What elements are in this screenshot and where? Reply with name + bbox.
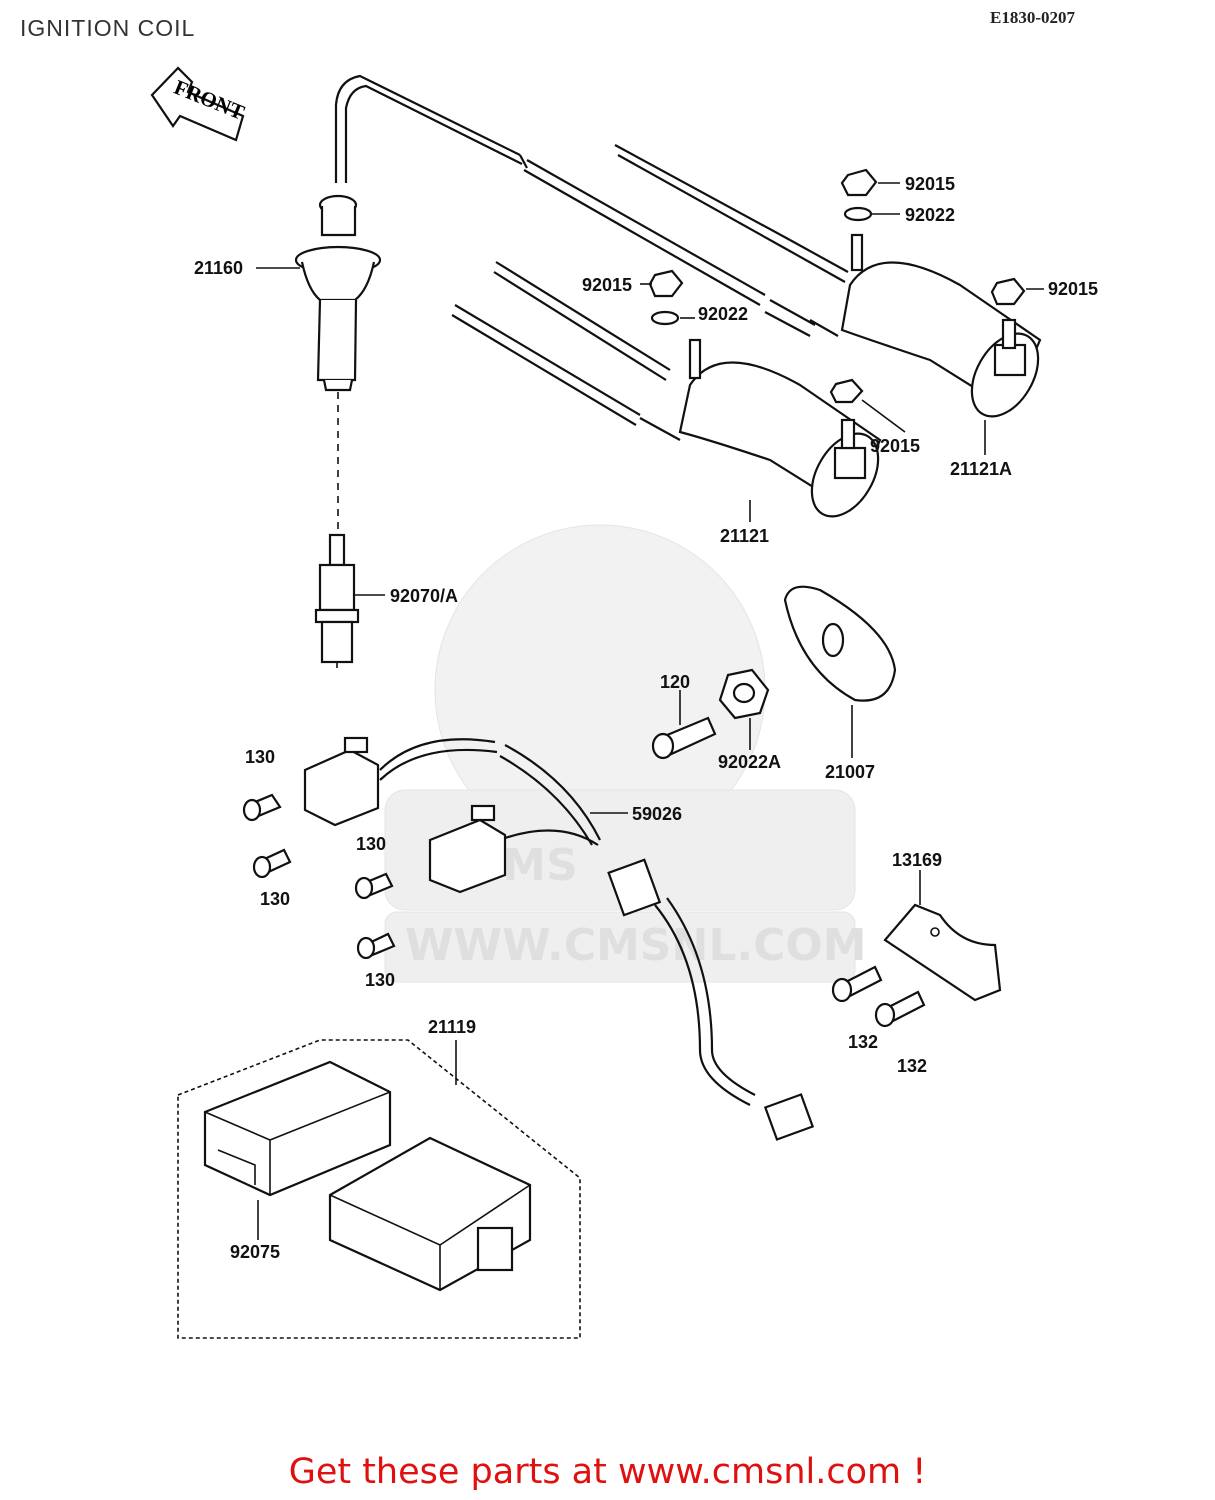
spark-plug-92070A bbox=[314, 533, 360, 668]
label-92022A: 92022A bbox=[718, 752, 781, 772]
coil-leads bbox=[451, 144, 849, 426]
footer-cta-link[interactable]: Get these parts at www.cmsnl.com ! bbox=[288, 1452, 927, 1492]
diagram-code: E1830-0207 bbox=[990, 8, 1075, 27]
label-92015-d: 92015 bbox=[870, 436, 920, 456]
label-92015-c: 92015 bbox=[1048, 279, 1098, 299]
label-21121: 21121 bbox=[720, 526, 769, 546]
bracket-13169 bbox=[831, 903, 1002, 1028]
watermark-url: WWW.CMSNL.COM bbox=[405, 920, 867, 971]
label-92022-a: 92022 bbox=[905, 205, 955, 225]
label-130-d: 130 bbox=[365, 970, 395, 990]
leader-lines bbox=[256, 182, 1044, 1240]
pickup-coil-harness-59026 bbox=[303, 736, 815, 1141]
label-21160: 21160 bbox=[194, 258, 243, 278]
igniter-kit-21119 bbox=[177, 1039, 581, 1339]
label-130-a: 130 bbox=[245, 747, 275, 767]
label-21121A: 21121A bbox=[950, 459, 1012, 479]
timing-plate-21007 bbox=[651, 585, 897, 760]
label-132-a: 132 bbox=[848, 1032, 878, 1052]
label-21119: 21119 bbox=[428, 1017, 476, 1037]
ignition-coil-21121A bbox=[809, 233, 1042, 418]
label-92022-b: 92022 bbox=[698, 304, 748, 324]
label-130-c: 130 bbox=[260, 889, 290, 909]
parts-diagram: CMS WWW.CMSNL.COM FRONT bbox=[150, 66, 1098, 1339]
label-120: 120 bbox=[660, 672, 690, 692]
part-labels: 21160 92015 92022 92015 92022 92015 9201… bbox=[194, 174, 1098, 1262]
page-title: IGNITION COIL bbox=[20, 15, 196, 41]
nuts-washers bbox=[648, 168, 1026, 404]
label-132-b: 132 bbox=[897, 1056, 927, 1076]
screws-130 bbox=[242, 793, 396, 960]
ignition-coil-21121 bbox=[639, 338, 882, 518]
label-59026: 59026 bbox=[632, 804, 682, 824]
label-92075: 92075 bbox=[230, 1242, 280, 1262]
label-130-b: 130 bbox=[356, 834, 386, 854]
label-92015-b: 92015 bbox=[582, 275, 632, 295]
label-21007: 21007 bbox=[825, 762, 875, 782]
label-92015-a: 92015 bbox=[905, 174, 955, 194]
front-direction-arrow: FRONT bbox=[150, 66, 248, 142]
label-13169: 13169 bbox=[892, 850, 942, 870]
plug-cap-21160 bbox=[294, 74, 528, 530]
label-92070A: 92070/A bbox=[390, 586, 458, 606]
